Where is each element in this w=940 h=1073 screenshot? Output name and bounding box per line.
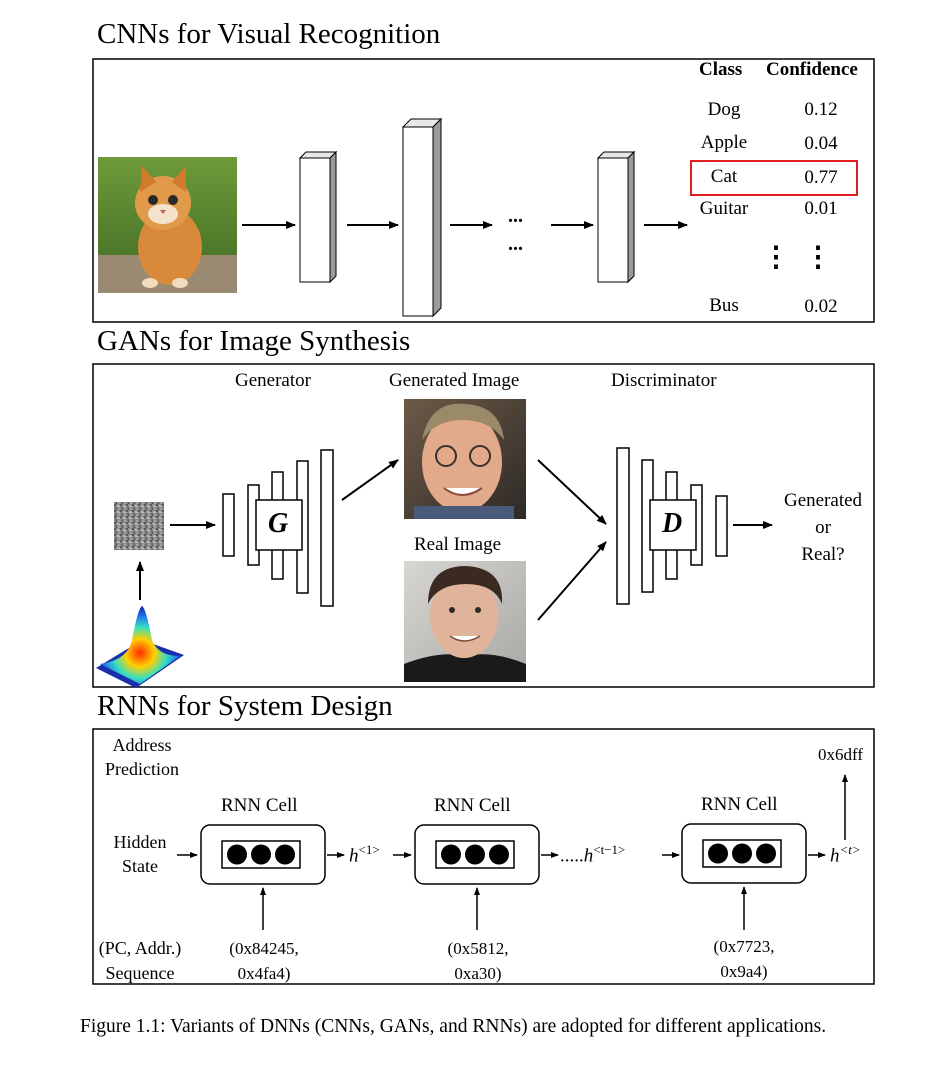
- gan-panel: [92, 363, 875, 688]
- gen-to-image-arrow: [341, 459, 399, 501]
- confidence-value: 0.77: [804, 167, 838, 188]
- discriminator-layers: [616, 447, 728, 605]
- rnn-cell-1: [200, 824, 326, 885]
- generated-image-label: Generated Image: [389, 370, 520, 391]
- class-name: Cat: [710, 166, 738, 187]
- hidden-state-ht: h<t>: [830, 842, 861, 867]
- output-address: 0x6dff: [818, 745, 864, 764]
- cnn-layer-2: [401, 117, 443, 318]
- generated-face-image: [404, 399, 526, 519]
- confidence-value: 0.01: [804, 198, 838, 219]
- cnn-layer-n: [596, 150, 636, 284]
- cnn-panel: [92, 58, 875, 323]
- confidence-value: 0.04: [804, 133, 838, 154]
- rnn-cell-t: [681, 823, 807, 884]
- discriminator-label: Discriminator: [611, 370, 717, 391]
- rnn-cell-label: RNN Cell: [434, 795, 511, 816]
- address-prediction-label: Address Prediction: [105, 735, 179, 779]
- gan-output-label: Generated or Real?: [783, 490, 863, 565]
- real-face-image: [404, 561, 526, 682]
- generator-label: Generator: [235, 370, 311, 391]
- gaussian-surface: [96, 606, 184, 688]
- generator-symbol: G: [268, 508, 289, 539]
- class-name: Guitar: [699, 198, 749, 219]
- vertical-ellipsis: ⋮⋮: [762, 242, 846, 273]
- class-name: Dog: [707, 99, 741, 120]
- rnn-panel: [92, 728, 875, 985]
- rnn-cell-label: RNN Cell: [701, 794, 778, 815]
- generator-layers: [222, 449, 334, 607]
- rnn-input-2: (0x5812, 0xa30): [447, 939, 509, 983]
- highlight-box: [690, 160, 858, 196]
- class-name: Apple: [700, 132, 748, 153]
- figure-caption: Figure 1.1: Variants of DNNs (CNNs, GANs…: [80, 1016, 827, 1037]
- class-column-header: Class: [699, 59, 743, 80]
- confidence-value: 0.02: [804, 296, 838, 317]
- gan-section-title: GANs for Image Synthesis: [97, 325, 411, 357]
- rnn-cell-label: RNN Cell: [221, 795, 298, 816]
- cnn-section-title: CNNs for Visual Recognition: [97, 18, 441, 50]
- cnn-layer-1: [298, 150, 338, 284]
- confidence-value: 0.12: [804, 99, 838, 120]
- real-to-disc-arrow: [537, 541, 607, 621]
- class-name: Bus: [709, 295, 739, 316]
- kitten-image: [98, 157, 237, 293]
- hidden-state-h1: h<1>: [349, 842, 380, 867]
- discriminator-symbol: D: [662, 508, 683, 539]
- sequence-label: (PC, Addr.) Sequence: [98, 938, 182, 983]
- rnn-input-1: (0x84245, 0x4fa4): [229, 939, 299, 983]
- noise-image: [114, 502, 164, 550]
- image-to-disc-arrow: [537, 459, 607, 525]
- layer-ellipsis: ... ...: [508, 205, 523, 255]
- hidden-state-ht-1: .....h<t−1>: [560, 842, 626, 867]
- rnn-section-title: RNNs for System Design: [97, 690, 393, 722]
- rnn-cell-2: [414, 824, 540, 885]
- real-image-label: Real Image: [414, 534, 502, 555]
- confidence-column-header: Confidence: [766, 59, 858, 80]
- rnn-input-t: (0x7723, 0x9a4): [713, 937, 775, 981]
- hidden-state-label: Hidden State: [113, 832, 167, 876]
